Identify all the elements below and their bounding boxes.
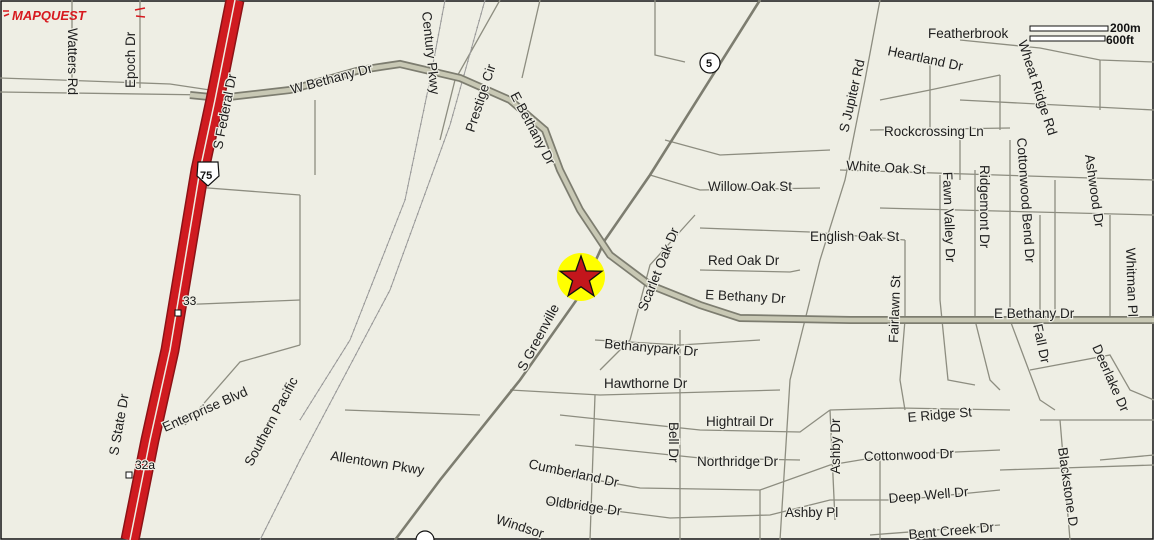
label-whitman-pl: Whitman Pl (1123, 248, 1140, 318)
label-hawthorne-dr: Hawthorne Dr (604, 376, 688, 391)
label-northridge-dr: Northridge Dr (697, 454, 779, 469)
label-bell-dr: Bell Dr (666, 422, 681, 463)
state-shield-partial (415, 530, 435, 540)
exit-33[interactable]: 33 (174, 293, 198, 317)
state-5-shield[interactable]: 5 (699, 52, 721, 74)
state-5-shield-number: 5 (706, 58, 712, 70)
label-english-oak-st: English Oak St (810, 229, 900, 244)
label-red-oak-dr: Red Oak Dr (708, 253, 780, 268)
label-cottonwood-dr: Cottonwood Dr (864, 446, 955, 464)
label-watters-rd: Watters Rd (65, 28, 80, 95)
label-fairlawn-st: Fairlawn St (886, 275, 903, 343)
logo-text: MAPQUEST (12, 8, 87, 23)
location-star-icon (558, 254, 604, 298)
label-rockcrossing-ln: Rockcrossing Ln (884, 124, 984, 139)
label-e-bethany-dr-right: E Bethany Dr (994, 306, 1075, 321)
label-willow-oak-st: Willow Oak St (708, 179, 792, 194)
scale-metric: 200m (1110, 21, 1141, 35)
label-white-oak-st: White Oak St (846, 158, 926, 177)
label-fawn-valley-dr: Fawn Valley Dr (940, 172, 958, 263)
mapquest-logo: MAPQUEST (3, 7, 146, 23)
exit-33-label: 33 (183, 294, 197, 308)
scale-bar: 200m 600ft (1029, 21, 1141, 47)
exit-32a-label: 32a (135, 458, 155, 472)
label-ridgemont-dr: Ridgemont Dr (977, 165, 992, 249)
label-hightrail-dr: Hightrail Dr (706, 414, 774, 429)
label-ashby-pl: Ashby Pl (785, 505, 838, 520)
label-epoch-dr: Epoch Dr (123, 31, 138, 88)
highway-us75 (120, 0, 245, 540)
railroads (259, 0, 486, 540)
road-bethany-arterial (189, 59, 1154, 324)
label-ashby-dr: Ashby Dr (828, 418, 843, 474)
label-e-ridge-st: E Ridge St (907, 404, 973, 425)
scale-imperial: 600ft (1106, 33, 1134, 47)
location-marker[interactable] (557, 253, 605, 301)
us-75-shield[interactable]: 75 (196, 161, 220, 187)
label-e-bethany-dr-mid: E Bethany Dr (705, 287, 786, 306)
exit-32a[interactable]: 32a (125, 457, 157, 479)
us-75-shield-number: 75 (200, 170, 212, 182)
label-featherbrook: Featherbrook (928, 26, 1009, 41)
